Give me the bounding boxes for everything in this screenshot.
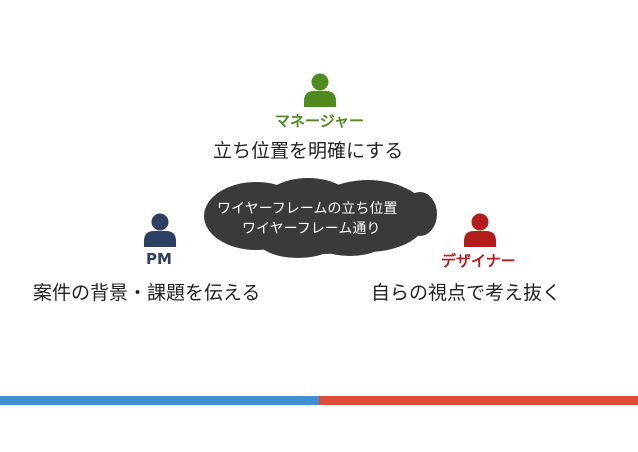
cloud-text-line-2: ワイヤーフレーム通り [242, 221, 381, 237]
manager-role-label: マネージャー [275, 112, 364, 130]
manager-user-icon [304, 73, 336, 107]
manager-description: 立ち位置を明確にする [213, 140, 404, 162]
footer-bar-left [0, 396, 319, 405]
footer-bar-right [319, 396, 638, 405]
pm-role-label: PM [146, 250, 172, 268]
wireframe-cloud-shape [204, 178, 437, 258]
designer-role-label: デザイナー [441, 252, 516, 270]
pm-description: 案件の背景・課題を伝える [33, 282, 261, 304]
designer-description: 自らの視点で考え抜く [371, 282, 562, 304]
cloud-text-line-1: ワイヤーフレームの立ち位置 [217, 201, 398, 217]
pm-user-icon [144, 213, 176, 247]
designer-user-icon [464, 213, 496, 247]
